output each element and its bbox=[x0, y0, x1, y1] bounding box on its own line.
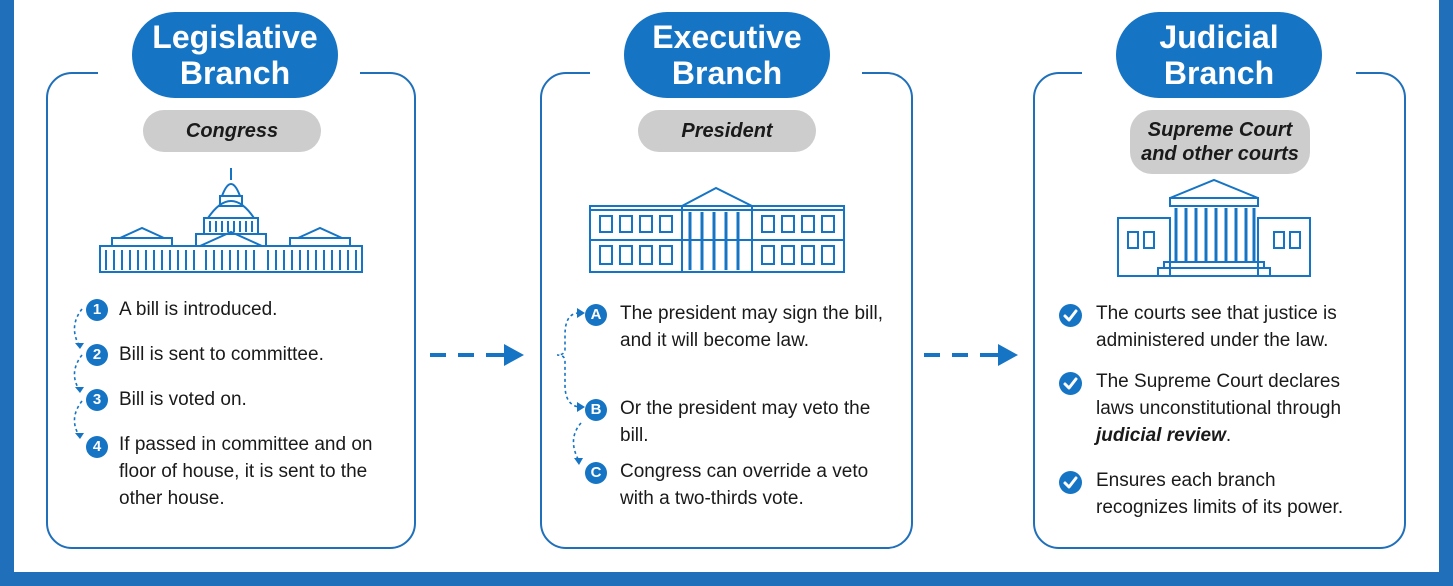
judicial-subtitle-line2: and other courts bbox=[1141, 143, 1299, 165]
judicial-point-2-tail: . bbox=[1225, 425, 1232, 446]
executive-title: Executive Branch bbox=[624, 12, 830, 98]
legislative-title-line1: Legislative bbox=[152, 19, 318, 55]
step-marker-4: 4 bbox=[86, 436, 108, 458]
executive-title-line1: Executive bbox=[652, 19, 802, 55]
check-icon-1 bbox=[1059, 304, 1082, 327]
step-marker-a: A bbox=[585, 304, 607, 326]
step-1-text: A bill is introduced. bbox=[119, 299, 278, 320]
step-b-text: Or the president may veto the bill. bbox=[620, 398, 871, 446]
executive-subtitle: President bbox=[638, 110, 816, 152]
judicial-subtitle-line1: Supreme Court bbox=[1147, 119, 1293, 141]
judicial-title-line1: Judicial bbox=[1159, 19, 1279, 55]
step-3-text: Bill is voted on. bbox=[119, 389, 247, 410]
step-marker-2: 2 bbox=[86, 344, 108, 366]
step-connector-arrows bbox=[73, 308, 84, 439]
legislative-subtitle: Congress bbox=[143, 110, 321, 152]
step-marker-3: 3 bbox=[86, 389, 108, 411]
step-4-text: If passed in committee and on floor of h… bbox=[119, 434, 373, 509]
judicial-point-2-text: The Supreme Court declares laws unconsti… bbox=[1096, 368, 1366, 449]
legislative-title: Legislative Branch bbox=[132, 12, 338, 98]
judicial-review-term: judicial review bbox=[1096, 425, 1226, 446]
judicial-point-2-lead: The Supreme Court declares laws unconsti… bbox=[1096, 371, 1342, 419]
check-icon-2 bbox=[1059, 372, 1082, 395]
step-marker-1: 1 bbox=[86, 299, 108, 321]
step-a-text: The president may sign the bill, and it … bbox=[620, 303, 883, 351]
legislative-title-line2: Branch bbox=[179, 55, 291, 91]
flow-arrow-1 bbox=[430, 344, 524, 366]
executive-title-line2: Branch bbox=[671, 55, 783, 91]
check-icon-3 bbox=[1059, 471, 1082, 494]
capitol-building-icon bbox=[99, 168, 363, 273]
supreme-court-building-icon bbox=[1117, 178, 1311, 277]
white-house-icon bbox=[589, 186, 845, 273]
step-c-text: Congress can override a veto with a two-… bbox=[620, 461, 869, 509]
judicial-point-3-text: Ensures each branch recognizes limits of… bbox=[1096, 470, 1344, 518]
step-marker-b: B bbox=[585, 399, 607, 421]
step-marker-c: C bbox=[585, 462, 607, 484]
judicial-point-1-text: The courts see that justice is administe… bbox=[1096, 303, 1337, 351]
step-2-text: Bill is sent to committee. bbox=[119, 344, 324, 365]
judicial-subtitle: Supreme Court and other courts bbox=[1130, 110, 1310, 174]
judicial-title: Judicial Branch bbox=[1116, 12, 1322, 98]
flow-arrow-2 bbox=[924, 344, 1018, 366]
executive-connector-arrows bbox=[556, 308, 585, 465]
judicial-title-line2: Branch bbox=[1163, 55, 1275, 91]
